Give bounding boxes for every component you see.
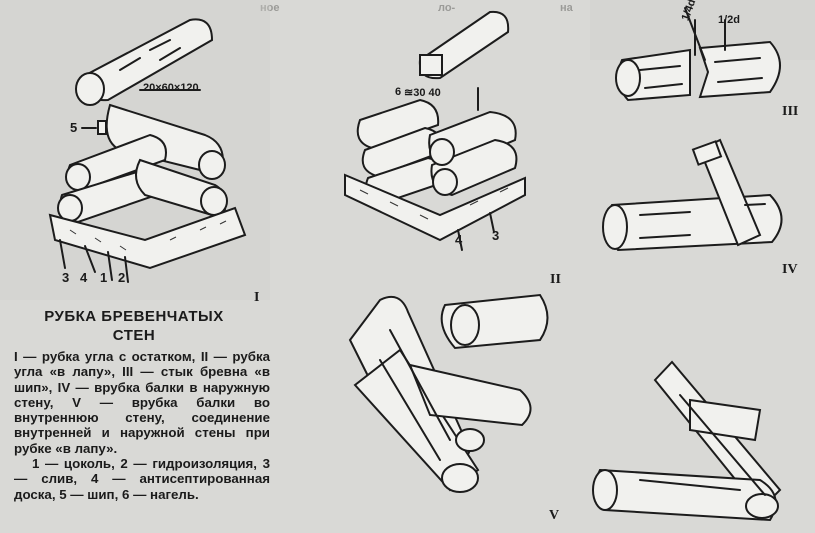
figure-IV-label: IV <box>782 262 798 277</box>
figure-I-callout-3: 3 <box>62 270 70 285</box>
figure-II-callout-3: 3 <box>492 228 500 243</box>
background-text-col3: на <box>560 2 573 14</box>
caption-body: I — рубка угла с остатком, II — рубка уг… <box>14 349 270 502</box>
figure-I-dimension: 20×60×120 <box>143 82 199 94</box>
caption-description: I — рубка угла с остатком, II — рубка уг… <box>14 349 270 456</box>
figure-II-dimension: ≊30 40 <box>404 87 441 99</box>
figure-II-callout-4: 4 <box>455 232 463 247</box>
figure-V-left-drawing <box>348 293 549 493</box>
figure-II-drawing <box>344 10 526 251</box>
background-text-col2: ло- <box>438 2 456 14</box>
background-text-col1: ное <box>260 2 280 14</box>
figure-III-label: III <box>782 104 799 119</box>
figure-III-drawing <box>615 7 781 102</box>
figure-I-callout-5: 5 <box>70 120 78 135</box>
figure-II-dimension-prefix: 6 <box>395 86 402 98</box>
figure-II-label: II <box>550 272 561 287</box>
figure-I-callout-2: 2 <box>118 270 126 285</box>
caption-title-line2: СТЕН <box>112 327 156 344</box>
figure-III-mark-right: 1/2d <box>718 14 741 26</box>
figure-I-drawing <box>48 18 247 283</box>
figure-I-callout-4: 4 <box>80 270 88 285</box>
figure-V-label: V <box>549 508 560 523</box>
figure-IV-drawing <box>602 138 783 252</box>
figure-I-label: I <box>254 290 260 305</box>
caption-title: РУБКА БРЕВЕНЧАТЫХ СТЕН <box>14 307 254 345</box>
figure-V-right-drawing <box>592 360 782 522</box>
caption-title-line1: РУБКА БРЕВЕНЧАТЫХ <box>44 308 224 325</box>
figure-I-callout-1: 1 <box>100 270 108 285</box>
caption-legend: 1 — цоколь, 2 — гидроизоляция, 3 — слив,… <box>14 456 270 502</box>
